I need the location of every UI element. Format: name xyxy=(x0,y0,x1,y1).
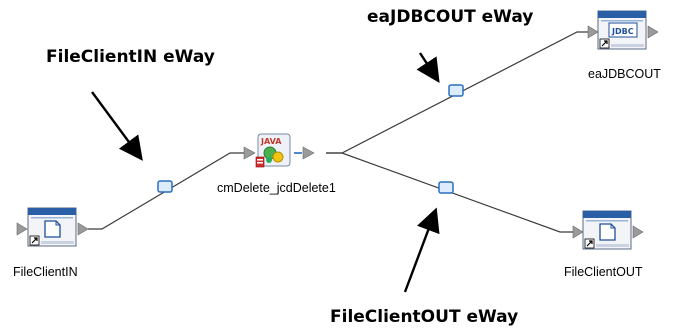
annotation-arrow-fileclientin xyxy=(91,91,143,161)
annotation-arrow-fileclientout xyxy=(403,207,440,293)
eajdbcout-node[interactable]: JDBC xyxy=(597,10,649,52)
annotation-fileclientout-eway: FileClientOUT eWay xyxy=(330,307,519,327)
node-label-fileclientin: FileClientIN xyxy=(13,265,78,279)
link-box-eajdbcout[interactable] xyxy=(448,84,464,98)
node-label-eajdbcout: eaJDBCOUT xyxy=(588,67,661,81)
document-icon xyxy=(582,210,632,250)
fileclientin-node[interactable] xyxy=(27,207,79,249)
java-icon: JAVA xyxy=(255,133,291,168)
svg-text:JDBC: JDBC xyxy=(611,27,634,36)
link-box-fileclientout[interactable] xyxy=(438,181,454,195)
fileclientout-node[interactable] xyxy=(582,210,634,252)
annotation-arrow-eajdbcout xyxy=(416,52,440,84)
document-icon xyxy=(27,207,77,247)
node-label-fileclientout: FileClientOUT xyxy=(564,265,643,279)
annotation-eajdbcout-eway: eaJDBCOUT eWay xyxy=(367,7,534,27)
collaboration-node[interactable]: JAVA xyxy=(254,131,296,171)
port-triangles xyxy=(16,25,659,239)
node-label-collaboration: cmDelete_jcdDelete1 xyxy=(217,181,336,195)
jdbc-icon: JDBC xyxy=(597,10,647,50)
svg-text:JAVA: JAVA xyxy=(260,137,282,146)
annotation-fileclientin-eway: FileClientIN eWay xyxy=(46,47,215,67)
link-box-fileclientin[interactable] xyxy=(157,180,173,194)
